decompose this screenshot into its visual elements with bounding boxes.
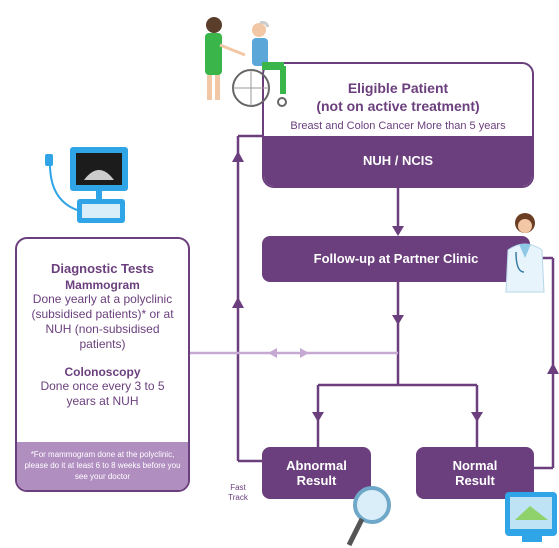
fast-track-line2: Track <box>228 493 248 502</box>
diagnostic-tests-box: Diagnostic Tests Mammogram Done yearly a… <box>15 237 190 492</box>
abnormal-line1: Abnormal <box>286 458 347 473</box>
eligible-title-line1: Eligible Patient <box>347 80 449 96</box>
nuh-ncis-label: NUH / NCIS <box>264 136 532 186</box>
abnormal-line2: Result <box>296 473 337 488</box>
colonoscopy-text: Done once every 3 to 5 years at NUH <box>40 379 165 408</box>
fast-track-label: Fast Track <box>221 483 255 503</box>
fast-track-line1: Fast <box>230 483 246 492</box>
eligible-subtitle: Breast and Colon Cancer More than 5 year… <box>290 120 506 132</box>
eligible-patient-box: Eligible Patient (not on active treatmen… <box>262 62 534 188</box>
followup-label: Follow-up at Partner Clinic <box>313 251 479 266</box>
eligible-title-line2: (not on active treatment) <box>316 98 480 114</box>
abnormal-result-box: Abnormal Result <box>262 447 371 499</box>
mammogram-footnote: *For mammogram done at the polyclinic, p… <box>17 442 188 490</box>
followup-partner-clinic-box: Follow-up at Partner Clinic <box>262 236 530 282</box>
normal-line1: Normal <box>452 458 498 473</box>
normal-line2: Result <box>455 473 495 488</box>
colonoscopy-title: Colonoscopy <box>64 365 141 379</box>
normal-result-box: Normal Result <box>416 447 534 499</box>
mammogram-text: Done yearly at a polyclinic (subsidised … <box>31 292 174 351</box>
diagnostic-title: Diagnostic Tests <box>50 261 155 276</box>
mammogram-title: Mammogram <box>65 278 140 292</box>
